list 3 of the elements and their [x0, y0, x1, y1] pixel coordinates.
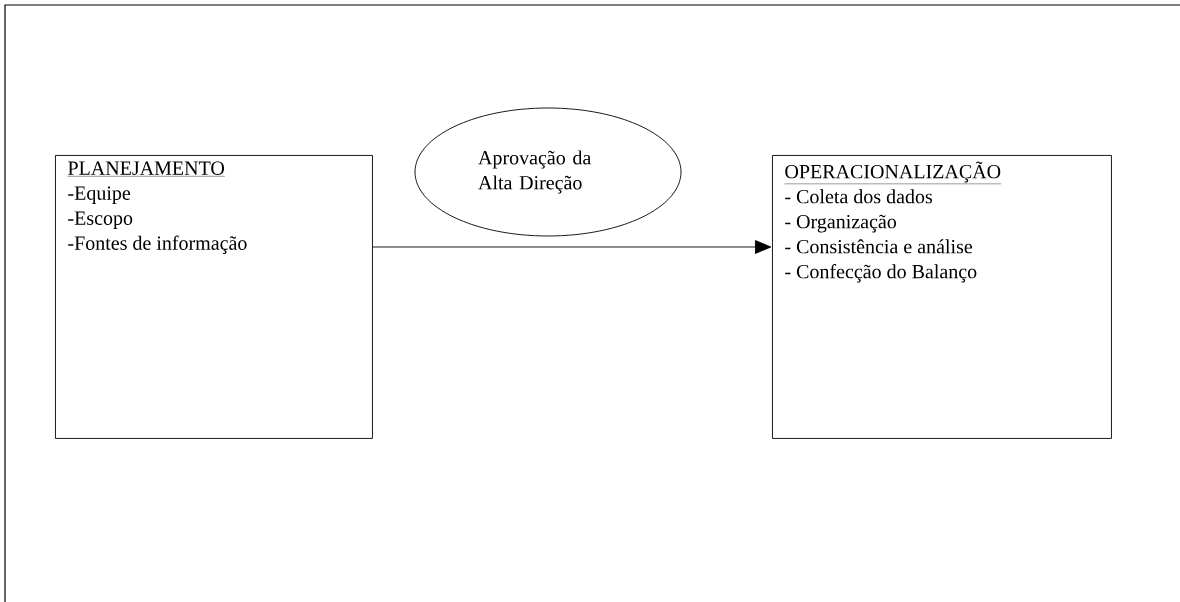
process-box: PLANEJAMENTO -Equipe -Escopo -Fontes de informação	[55, 155, 373, 439]
arrow	[372, 240, 772, 254]
process-box: OPERACIONALIZAÇÃO - Coleta dos dados - Organização - Consistência e análise - Confecção do Balanço	[772, 155, 1112, 439]
